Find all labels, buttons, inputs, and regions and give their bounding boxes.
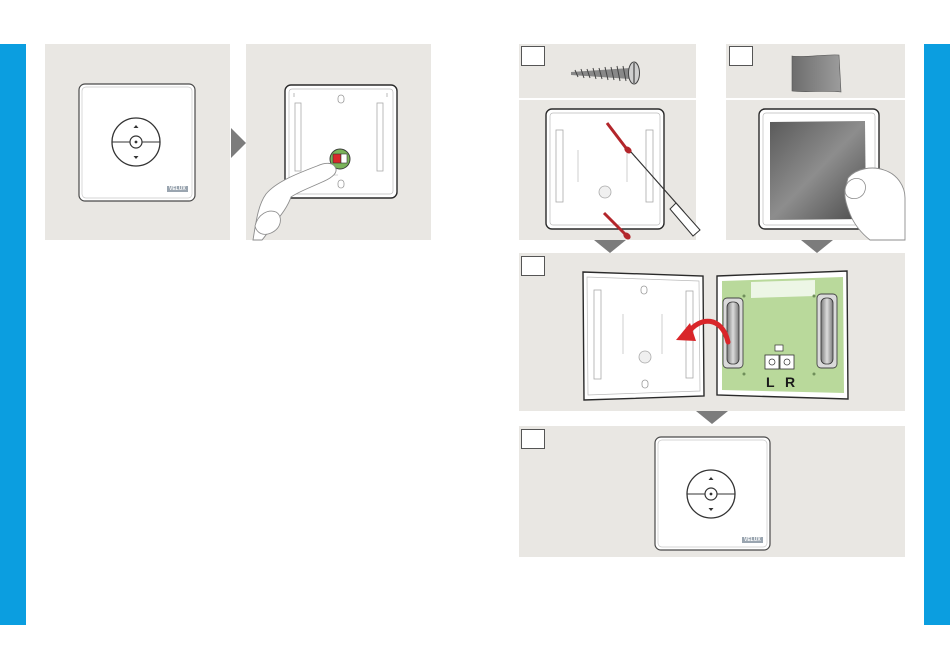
- back-plate-pad-mount: [759, 109, 905, 240]
- down-arrow-icon: [696, 411, 728, 424]
- module-left-label: L: [766, 374, 775, 390]
- down-arrow-icon: [594, 240, 626, 253]
- back-plate-with-button: [253, 85, 397, 240]
- module-right-label: R: [785, 374, 795, 390]
- brand-logo-final: VELUX: [742, 537, 763, 543]
- finished-switch: [655, 437, 770, 550]
- next-arrow-icon: [231, 128, 246, 158]
- adhesive-pad-icon: [792, 55, 841, 92]
- brand-logo-front: VELUX: [167, 186, 188, 192]
- front-switch: [79, 84, 195, 201]
- electronics-module: [717, 271, 848, 399]
- back-plate-screw-mount: [546, 109, 700, 241]
- down-arrow-icon: [801, 240, 833, 253]
- screw-icon: [571, 62, 640, 84]
